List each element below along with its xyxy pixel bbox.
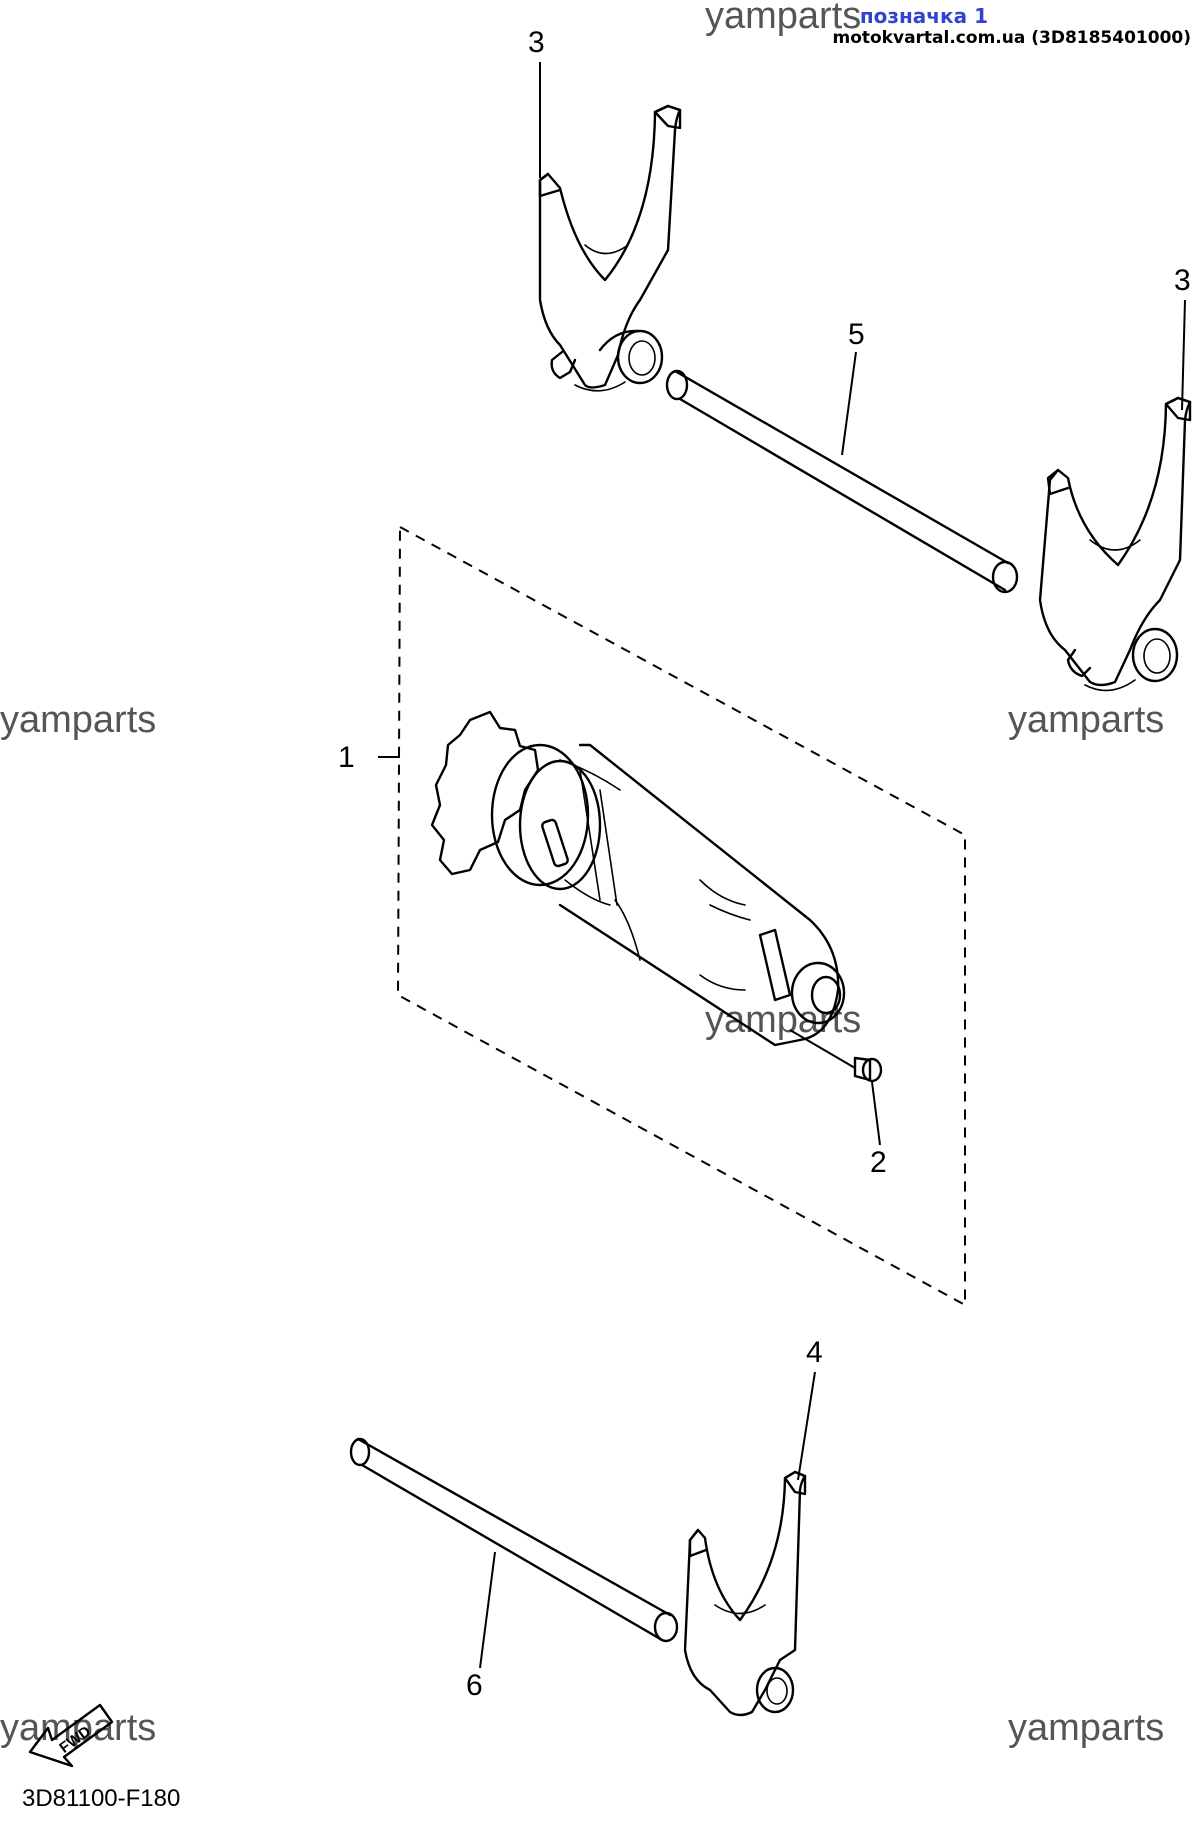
callout-5: 5 (848, 318, 865, 351)
shift-fork-4 (683, 1470, 807, 1717)
watermark-top: yamparts (705, 0, 861, 37)
watermark-right: yamparts (1008, 699, 1164, 741)
callout-2: 2 (870, 1146, 887, 1179)
callout-1: 1 (338, 741, 355, 774)
diagram-code: 3D81100-F180 (22, 1785, 180, 1812)
shift-fork-3-right (1038, 396, 1192, 692)
callout-6: 6 (466, 1669, 483, 1702)
shift-drum-1 (430, 710, 846, 1047)
shift-fork-3-upper (538, 104, 682, 392)
screw-2 (789, 1029, 883, 1083)
watermark-bottom-left: yamparts (0, 1707, 156, 1749)
watermark-left: yamparts (0, 699, 156, 741)
shift-fork-guide-bar-6 (349, 1437, 679, 1643)
watermark-bottom-right: yamparts (1008, 1707, 1164, 1749)
shift-fork-guide-bar-5 (665, 369, 1019, 594)
shift-drum-assembly-box (396, 525, 966, 1307)
header-reference: motokvartal.com.ua (3D8185401000) (832, 28, 1191, 48)
callout-3-upper: 3 (528, 26, 545, 59)
header-label: позначка 1 (859, 4, 988, 28)
callout-3-right: 3 (1174, 264, 1191, 297)
callout-4: 4 (806, 1336, 823, 1369)
leader-lines (378, 62, 1186, 1669)
